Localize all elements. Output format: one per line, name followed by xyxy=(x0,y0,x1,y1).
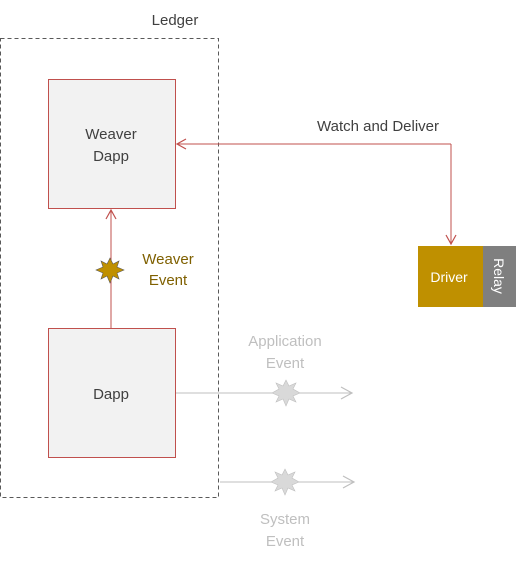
system-event-label-line1: System xyxy=(260,511,310,528)
relay-label: Relay xyxy=(491,258,507,294)
weaver-event-label-line2: Event xyxy=(149,272,188,289)
ledger-label: Ledger xyxy=(152,12,199,29)
weaver-event-burst-icon xyxy=(95,257,125,284)
application-event-label-line1: Application xyxy=(248,333,321,350)
weaver-event-label-line1: Weaver xyxy=(142,251,193,268)
application-event-burst-icon xyxy=(271,379,301,407)
weaver-dapp-box: Weaver Dapp xyxy=(48,79,176,209)
weaver-dapp-label-line1: Weaver xyxy=(85,126,136,143)
weaver-dapp-label-line2: Dapp xyxy=(93,148,129,165)
ledger-boundary xyxy=(0,38,219,498)
application-event-label-line2: Event xyxy=(266,355,305,372)
relay-box xyxy=(483,246,516,307)
system-event-label-line2: Event xyxy=(266,533,305,550)
dapp-label: Dapp xyxy=(93,386,129,403)
system-event-burst-icon xyxy=(270,468,300,496)
driver-label: Driver xyxy=(430,269,468,285)
dapp-box: Dapp xyxy=(48,328,176,458)
watch-deliver-label: Watch and Deliver xyxy=(317,118,439,135)
driver-box xyxy=(418,246,483,307)
